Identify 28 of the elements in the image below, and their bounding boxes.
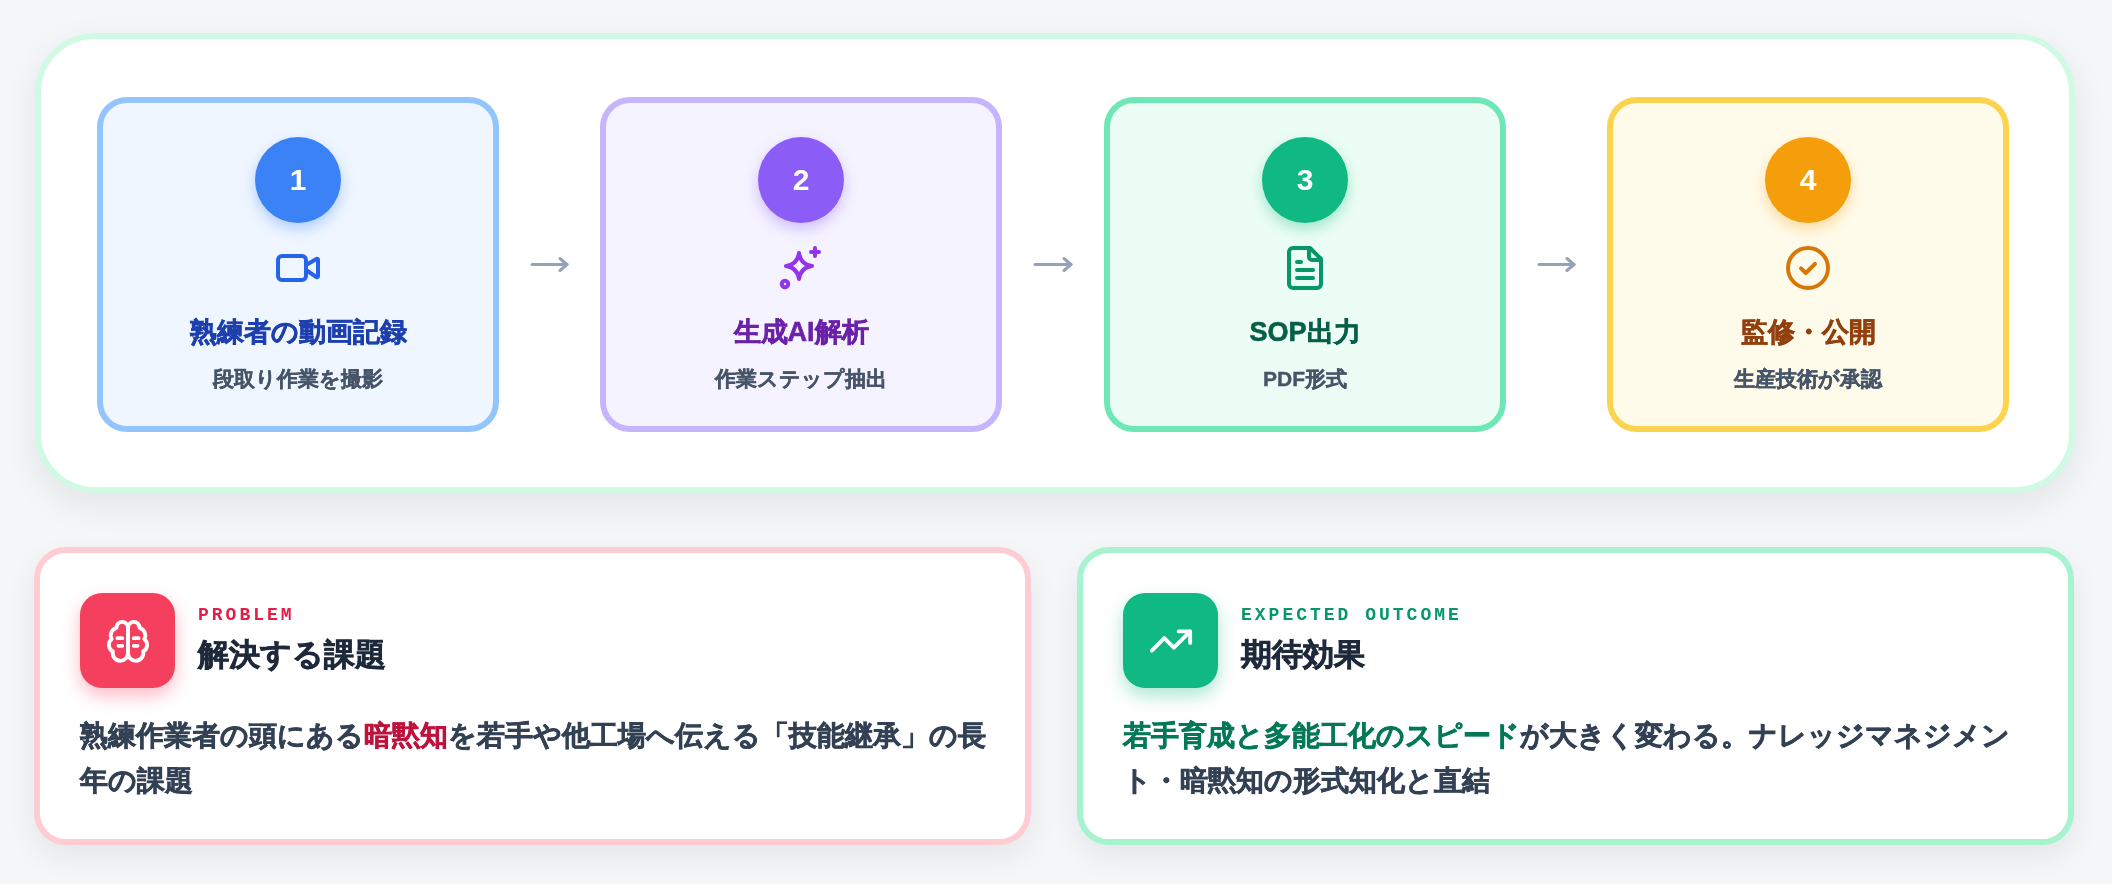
step-title: SOP出力 (1248, 316, 1362, 349)
arrow (1033, 257, 1073, 272)
step-subtitle: 段取り作業を撮影 (212, 366, 384, 392)
step-box (600, 97, 1002, 432)
step-title: 熟練者の動画記録 (188, 316, 408, 349)
info-card (1077, 547, 2074, 845)
number-circle: 4 (1765, 137, 1851, 223)
step-subtitle: 生産技術が承認 (1732, 366, 1884, 392)
card-text: 若手育成と多能工化のスピードが大きく変わる。ナレッジマネジメント・暗黙知の形式知化と直結 (1123, 719, 2011, 798)
card-heading: 期待効果 (1241, 636, 1365, 674)
step-box (97, 97, 499, 432)
card-heading: 解決する課題 (198, 636, 386, 674)
number-circle: 1 (255, 137, 341, 223)
step-title: 生成AI解析 (732, 316, 870, 349)
step-title: 監修・公開 (1739, 316, 1877, 349)
number-circle: 2 (758, 137, 844, 223)
category-label: EXPECTED OUTCOME (1241, 604, 1462, 627)
step-subtitle: 作業ステップ抽出 (713, 366, 888, 392)
category-label: PROBLEM (198, 604, 295, 627)
number-circle: 3 (1262, 137, 1348, 223)
step-subtitle: PDF形式 (1262, 366, 1348, 392)
arrow (1537, 257, 1576, 272)
arrow (530, 257, 569, 272)
panel (35, 33, 2075, 493)
info-card (34, 547, 1031, 845)
step-box (1104, 97, 1506, 432)
card-text: 熟練作業者の頭にある暗黙知を若手や他工場へ伝える「技能継承」の長年の課題 (80, 719, 987, 798)
step-box (1607, 97, 2009, 432)
